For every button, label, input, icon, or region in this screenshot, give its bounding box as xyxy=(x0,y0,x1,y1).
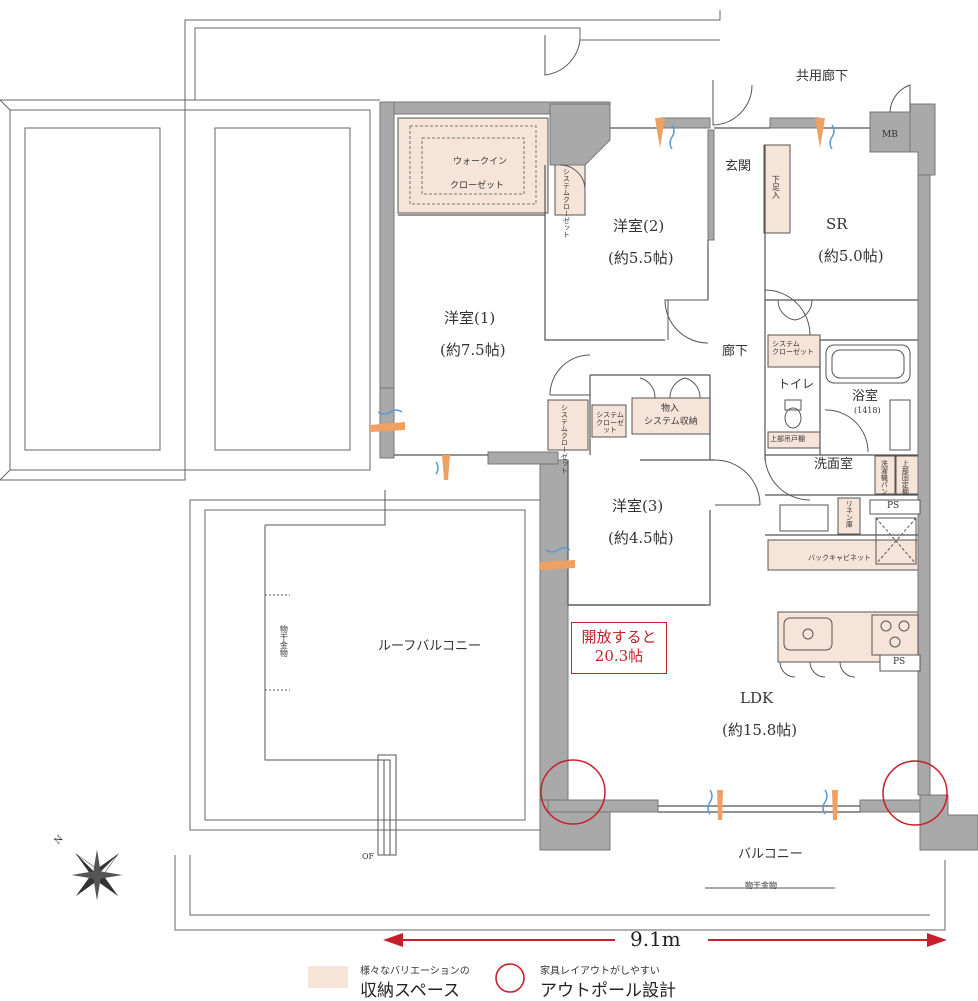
label-bath-size: (1418) xyxy=(854,406,881,415)
label-mb: MB xyxy=(882,130,898,140)
label-upper-cabinet: 上部吊戸棚 xyxy=(770,435,805,443)
label-western3-size: (約4.5帖) xyxy=(608,529,674,547)
label-ldk-name: LDK xyxy=(740,689,774,707)
outpole-circle-left xyxy=(540,759,606,825)
dimension-label: 9.1m xyxy=(630,927,681,951)
label-sr-size: (約5.0帖) xyxy=(818,247,884,265)
back-cabinet-fill xyxy=(767,539,921,571)
linen-fill xyxy=(837,497,861,535)
label-western2-name: 洋室(2) xyxy=(613,217,665,235)
label-ps-top: PS xyxy=(887,501,900,511)
outpole-circle-right xyxy=(882,760,948,826)
label-walkin-2: クローゼット xyxy=(450,181,505,191)
label-drying-rack: 物干金物 xyxy=(745,881,777,890)
washer-pan-fill xyxy=(874,455,896,495)
label-western1-name: 洋室(1) xyxy=(444,309,496,327)
label-system-closet-b: システムクローゼット xyxy=(560,404,569,474)
bath-fixtures xyxy=(779,344,917,565)
doors xyxy=(544,35,911,678)
legend-storage-small: 様々なバリエーションの xyxy=(360,966,470,977)
legend-outpole-big: アウトポール設計 xyxy=(540,981,676,1001)
open-area-note: 開放すると 20.3帖 xyxy=(571,622,667,674)
storage-areas xyxy=(397,117,923,663)
label-entrance: 玄関 xyxy=(725,159,752,174)
label-western3-name: 洋室(3) xyxy=(612,497,664,515)
label-balcony: バルコニー xyxy=(738,847,803,862)
label-bath-name: 浴室 xyxy=(852,389,879,404)
label-shared-corridor: 共用廊下 xyxy=(796,69,849,84)
label-upper-shelf: 上部固定棚 xyxy=(901,460,910,495)
system-closet-a-fill xyxy=(554,164,586,216)
legend-storage-swatch xyxy=(308,966,348,988)
label-shoe-storage: 下足入 xyxy=(771,175,781,199)
legend-outpole-circle xyxy=(495,963,525,993)
walkin-closet-fill xyxy=(397,117,549,214)
label-drying-rack-vertical: 物干金物 xyxy=(279,625,289,657)
label-storage-1: 物入 xyxy=(661,404,680,414)
walkin-closet-lines xyxy=(409,125,537,205)
system-closet-sr-fill xyxy=(767,334,821,368)
outpole-circles xyxy=(540,759,948,826)
ventilation-marks xyxy=(370,118,838,820)
walls xyxy=(379,101,978,851)
label-washer-pan: 洗濯機パン xyxy=(880,460,889,495)
drying-rack-lines xyxy=(264,490,835,889)
dimension-arrow xyxy=(383,933,947,947)
label-of: OF xyxy=(362,852,375,861)
label-toilet: トイレ xyxy=(778,377,815,391)
label-washroom: 洗面室 xyxy=(814,457,854,472)
kitchen xyxy=(783,499,921,672)
label-back-cabinet: バックキャビネット xyxy=(808,554,871,562)
label-western2-size: (約5.5帖) xyxy=(608,249,674,267)
label-system-closet-sr: システム クローゼット xyxy=(772,340,814,356)
shoe-storage-fill xyxy=(763,144,791,234)
label-ps-kitchen: PS xyxy=(893,657,906,667)
open-note-line2: 20.3帖 xyxy=(594,646,644,665)
label-roof-balcony: ルーフバルコニー xyxy=(378,639,481,654)
label-western1-size: (約7.5帖) xyxy=(440,341,506,359)
label-sr-name: SR xyxy=(826,215,848,233)
label-system-closet-a: システムクローゼット xyxy=(562,168,571,238)
label-hallway: 廊下 xyxy=(722,344,749,359)
label-walkin-1: ウォークイン xyxy=(453,157,508,167)
system-closet-b-fill xyxy=(547,399,589,451)
label-system-closet-c: システムクローゼット xyxy=(596,411,624,435)
label-storage-2: システム収納 xyxy=(644,417,698,427)
legend-storage-big: 収納スペース xyxy=(360,981,460,1001)
storage-system-fill xyxy=(631,397,711,435)
open-note-line1: 開放すると xyxy=(581,628,657,646)
label-ldk-size: (約15.8帖) xyxy=(722,721,798,739)
compass-rose xyxy=(71,849,123,901)
interior-walls xyxy=(394,127,918,813)
system-closet-c-fill xyxy=(591,404,627,438)
legend-outpole-small: 家具レイアウトがしやすい xyxy=(540,966,660,977)
label-linen-closet: リネン庫 xyxy=(845,500,854,528)
outer-outlines xyxy=(0,10,946,931)
